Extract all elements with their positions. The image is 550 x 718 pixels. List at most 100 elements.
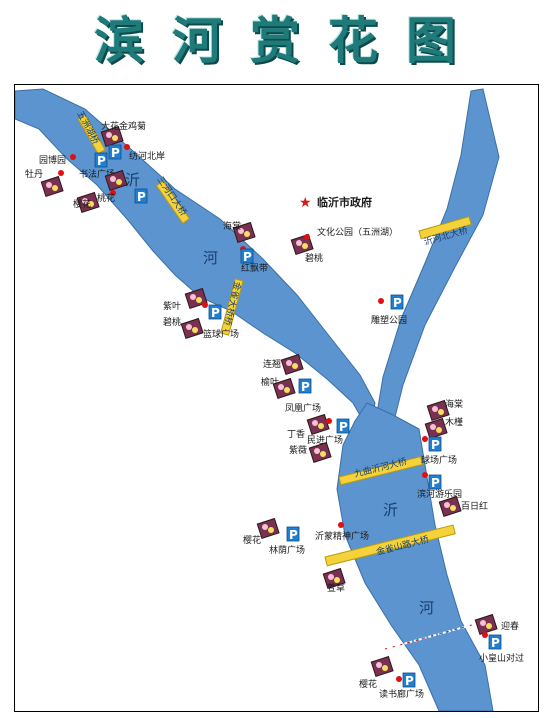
label-bitao-1: 碧桃 (305, 252, 323, 264)
flower-photo-ziye[interactable] (184, 287, 208, 310)
label-lianqiao: 连翘 (263, 358, 281, 370)
flower-photo-yuye[interactable] (272, 377, 296, 400)
flower-photo-yingcao[interactable] (322, 567, 346, 590)
svg-text:P: P (393, 296, 402, 310)
parking-icon[interactable]: P (298, 378, 312, 394)
parking-icon[interactable]: P (402, 672, 416, 688)
label-yuanbo: 园博园 (39, 154, 66, 166)
label-ziye: 紫叶 (163, 301, 181, 312)
label-bitao-2: 碧桃 (163, 316, 181, 328)
map-canvas[interactable]: 五洲湖桥 三河口大桥 金雀大桥桥 沂河北大桥 九曲沂河大桥 金雀山路大桥 沂 河… (15, 85, 538, 711)
bridge-jinqueshan (324, 524, 456, 567)
parking-icon[interactable]: P (428, 474, 442, 490)
flower-photo-lianqiao[interactable] (280, 353, 304, 376)
flower-photo-yinghua3[interactable] (370, 655, 394, 678)
parking-icon[interactable]: P (428, 436, 442, 452)
label-qiuchang: 球场广场 (421, 454, 457, 466)
svg-text:P: P (111, 146, 120, 160)
location-dot-icon (70, 154, 76, 160)
parking-icon[interactable]: P (336, 418, 350, 434)
svg-text:P: P (289, 528, 298, 542)
label-wenhua-park: 文化公园（五洲湖） (317, 226, 398, 238)
label-taohua: 桃花 (97, 192, 115, 204)
label-yinghua-3: 樱花 (359, 678, 377, 690)
flower-photo-yingchun[interactable] (474, 613, 498, 636)
location-dot-icon (124, 144, 130, 150)
label-bairihong: 百日红 (461, 500, 488, 512)
river-char-2: 河 (203, 249, 218, 267)
parking-icon[interactable]: P (108, 144, 122, 160)
bridge-sanhe (155, 180, 191, 224)
river-main-channel (336, 402, 494, 711)
parking-icon[interactable]: P (240, 248, 254, 264)
location-dot-icon (422, 472, 428, 478)
svg-text:P: P (431, 438, 440, 452)
parking-icon[interactable]: P (94, 152, 108, 168)
label-lanqiu: 篮球广场 (203, 328, 239, 340)
label-dingxiang: 丁香 (287, 429, 305, 440)
location-dot-icon (378, 298, 384, 304)
label-fangshui-bei: 纺河北岸 (129, 150, 165, 162)
label-yingcao: 萱草 (327, 582, 345, 594)
svg-text:P: P (491, 636, 500, 650)
location-dot-icon (338, 522, 344, 528)
svg-text:P: P (405, 674, 414, 688)
svg-text:P: P (243, 250, 252, 264)
flower-photo-bairihong[interactable] (438, 495, 462, 518)
location-dot-icon (482, 632, 488, 638)
bridge-wuhe (77, 114, 106, 155)
svg-text:P: P (339, 420, 348, 434)
flower-photo-mudan[interactable] (40, 175, 64, 198)
flower-photo-yinghua[interactable] (76, 191, 100, 214)
river-north-branch (374, 88, 500, 426)
svg-text:P: P (301, 380, 310, 394)
label-minjin: 民进广场 (307, 434, 343, 446)
flower-photo-peony2[interactable] (104, 169, 128, 192)
label-dushu: 读书廊广场 (379, 688, 424, 700)
flower-photo-mujin[interactable] (424, 417, 448, 440)
bridge-jiuqu (338, 456, 424, 486)
svg-text:P: P (211, 306, 220, 320)
label-binhe-park: 滨河游乐园 (417, 488, 462, 500)
label-diaosu: 雕塑公园 (371, 314, 407, 326)
parking-icon[interactable]: P (134, 188, 148, 204)
label-haitang-2: 海棠 (445, 398, 463, 410)
river-char-1: 沂 (125, 171, 140, 189)
parking-icon[interactable]: P (390, 294, 404, 310)
river-labels: 沂 河 沂 河 (125, 171, 434, 617)
bridges (77, 114, 480, 650)
river-char-3: 沂 (383, 501, 398, 519)
flower-photo-haitang2[interactable] (426, 399, 450, 422)
svg-text:P: P (137, 190, 146, 204)
location-dot-icon (396, 676, 402, 682)
label-linyin: 林荫广场 (269, 544, 305, 556)
location-dot-icon (202, 302, 208, 308)
label-mujin: 木槿 (445, 416, 463, 428)
location-dot-icon (110, 190, 116, 196)
label-ziwei: 紫薇 (289, 444, 307, 456)
star-icon: ★ (299, 195, 312, 211)
location-dot-icon (326, 418, 332, 424)
location-dot-icon (304, 234, 310, 240)
flower-photo-bitao2[interactable] (180, 317, 204, 340)
map-frame: 五洲湖桥 三河口大桥 金雀大桥桥 沂河北大桥 九曲沂河大桥 金雀山路大桥 沂 河… (14, 84, 539, 712)
government-marker[interactable]: ★ 临沂市政府 (299, 195, 372, 211)
river-west-branch (15, 88, 376, 433)
bridge-jinque (220, 278, 244, 336)
flower-photo-yinghua2[interactable] (256, 517, 280, 540)
parking-icon[interactable]: P (488, 634, 502, 650)
label-haitang-1: 海棠 (223, 220, 241, 232)
label-hongpiao: 红飘带 (241, 262, 268, 274)
flower-photo-haitang[interactable] (232, 221, 256, 244)
flower-photo-dingxiang[interactable] (306, 413, 330, 436)
label-yingchun: 迎春 (501, 620, 519, 632)
label-dahua-jinji: 大花金鸡菊 (101, 120, 146, 132)
parking-icon[interactable]: P (208, 304, 222, 320)
flower-photo-dahua[interactable] (100, 125, 124, 148)
flower-photo-ziwei[interactable] (308, 441, 332, 464)
label-yimeng: 沂蒙精神广场 (315, 530, 369, 542)
parking-icon[interactable]: P (286, 526, 300, 542)
svg-text:P: P (97, 154, 106, 168)
label-xiaohuang: 小皇山对过 (479, 652, 524, 664)
